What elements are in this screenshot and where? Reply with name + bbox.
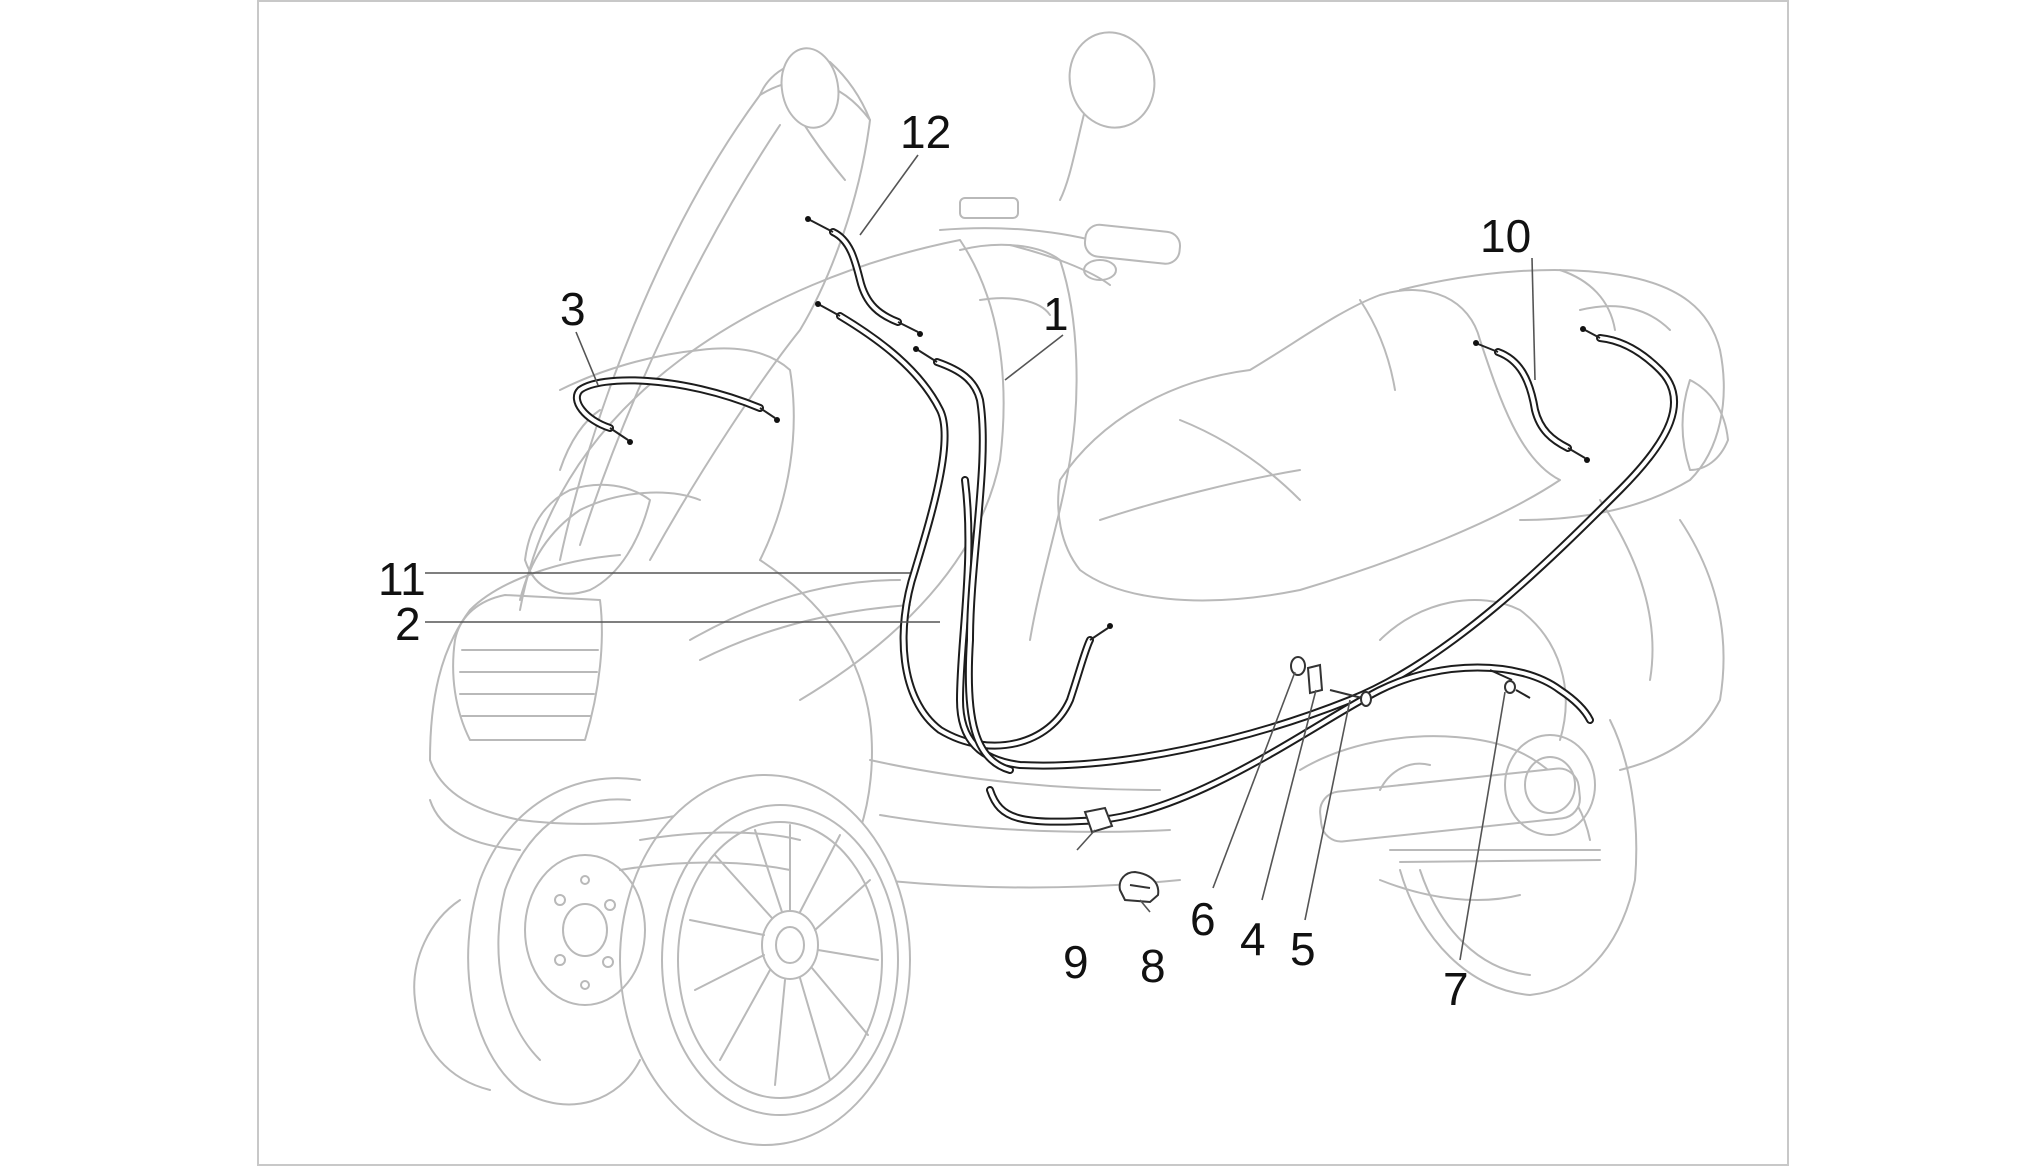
bolt-5 [1329, 689, 1372, 707]
callout-2: 2 [395, 598, 421, 650]
diagram-frame [257, 0, 1789, 1166]
callout-11: 11 [378, 553, 426, 605]
callout-4: 4 [1240, 913, 1266, 965]
windshield-outline [559, 80, 871, 561]
clamp-8 [1118, 870, 1160, 904]
cables [572, 216, 1679, 826]
fitting-7 [1504, 680, 1531, 699]
callout-3: 3 [560, 283, 586, 335]
scooter-outline [413, 31, 1729, 1146]
callout-7: 7 [1443, 963, 1469, 1015]
callout-labels: 1 2 3 4 5 6 7 8 9 10 11 12 [378, 106, 1531, 1015]
callout-12: 12 [900, 106, 951, 158]
clip-9 [1083, 806, 1114, 834]
callout-5: 5 [1290, 923, 1316, 975]
small-parts [1083, 656, 1531, 904]
seat-outline [1057, 289, 1561, 602]
front-right-wheel [619, 774, 911, 1146]
leader-lines [425, 154, 1536, 961]
washer-6 [1290, 656, 1306, 676]
front-left-wheel [413, 777, 646, 1106]
callout-8: 8 [1140, 940, 1166, 992]
front-grille [452, 594, 603, 741]
callout-10: 10 [1480, 210, 1531, 262]
callout-9: 9 [1063, 936, 1089, 988]
callout-6: 6 [1190, 893, 1216, 945]
callout-1: 1 [1043, 288, 1069, 340]
bracket-4 [1306, 663, 1324, 695]
